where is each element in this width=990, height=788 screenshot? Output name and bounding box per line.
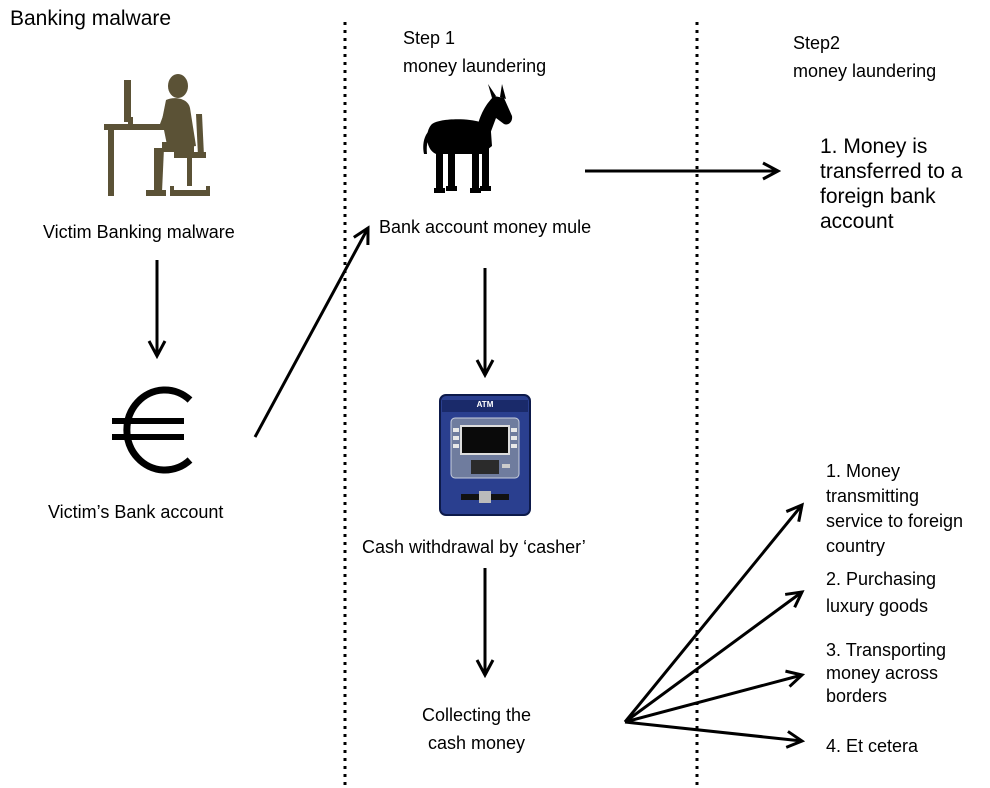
arrow-collect-to-option-1	[623, 505, 802, 723]
step1-header: Step 1 money laundering	[403, 24, 546, 80]
step2-header-line2: money laundering	[793, 61, 937, 81]
option-3-line3: borders	[826, 686, 888, 706]
foreign-transfer-text: 1. Money is transferred to a foreign ban…	[820, 134, 962, 234]
option-1-line1: 1. Money	[826, 461, 901, 481]
foreign-transfer-line2: transferred to a	[820, 160, 963, 183]
euro-icon	[112, 386, 193, 474]
step1-header-line2: money laundering	[403, 56, 547, 76]
arrow-collect-to-option-2	[624, 592, 802, 724]
foreign-transfer-line1: 1. Money is	[820, 135, 928, 158]
option-1-line4: country	[826, 536, 886, 556]
atm-machine-icon: ATM	[439, 394, 531, 516]
step1-header-line1: Step 1	[403, 28, 456, 48]
arrow-collect-to-option-4	[624, 720, 802, 741]
donkey-icon	[423, 84, 513, 193]
collecting-line2: cash money	[428, 733, 526, 753]
option-3-line1: 3. Transporting	[826, 640, 947, 660]
collecting-line1: Collecting the	[422, 705, 532, 725]
option-et-cetera: 4. Et cetera	[826, 733, 918, 760]
option-money-transmitting: 1. Money transmitting service to foreign…	[826, 459, 963, 559]
option-2-line1: 2. Purchasing	[826, 569, 937, 589]
atm-label: ATM	[476, 400, 494, 409]
step2-header: Step2 money laundering	[793, 29, 936, 85]
arrow-collect-to-option-3	[624, 675, 802, 724]
mule-label: Bank account money mule	[379, 217, 592, 237]
arrow-bank-to-mule	[253, 228, 368, 438]
collecting-label: Collecting the cash money	[422, 701, 531, 757]
diagram-title: Banking malware	[10, 7, 172, 30]
option-1-line3: service to foreign	[826, 511, 964, 531]
option-transporting-money: 3. Transporting money across borders	[826, 639, 946, 708]
step2-header-line1: Step2	[793, 33, 841, 53]
cash-withdrawal-label: Cash withdrawal by ‘casher’	[362, 537, 586, 557]
foreign-transfer-line3: foreign bank	[820, 185, 936, 208]
person-at-computer-icon	[104, 74, 210, 196]
bank-account-label: Victim’s Bank account	[48, 502, 224, 522]
victim-label: Victim Banking malware	[43, 222, 235, 242]
foreign-transfer-line4: account	[820, 210, 894, 233]
option-luxury-goods: 2. Purchasing luxury goods	[826, 566, 936, 620]
option-4-line1: 4. Et cetera	[826, 736, 919, 756]
option-2-line2: luxury goods	[826, 596, 929, 616]
option-1-line2: transmitting	[826, 486, 920, 506]
option-3-line2: money across	[826, 663, 939, 683]
